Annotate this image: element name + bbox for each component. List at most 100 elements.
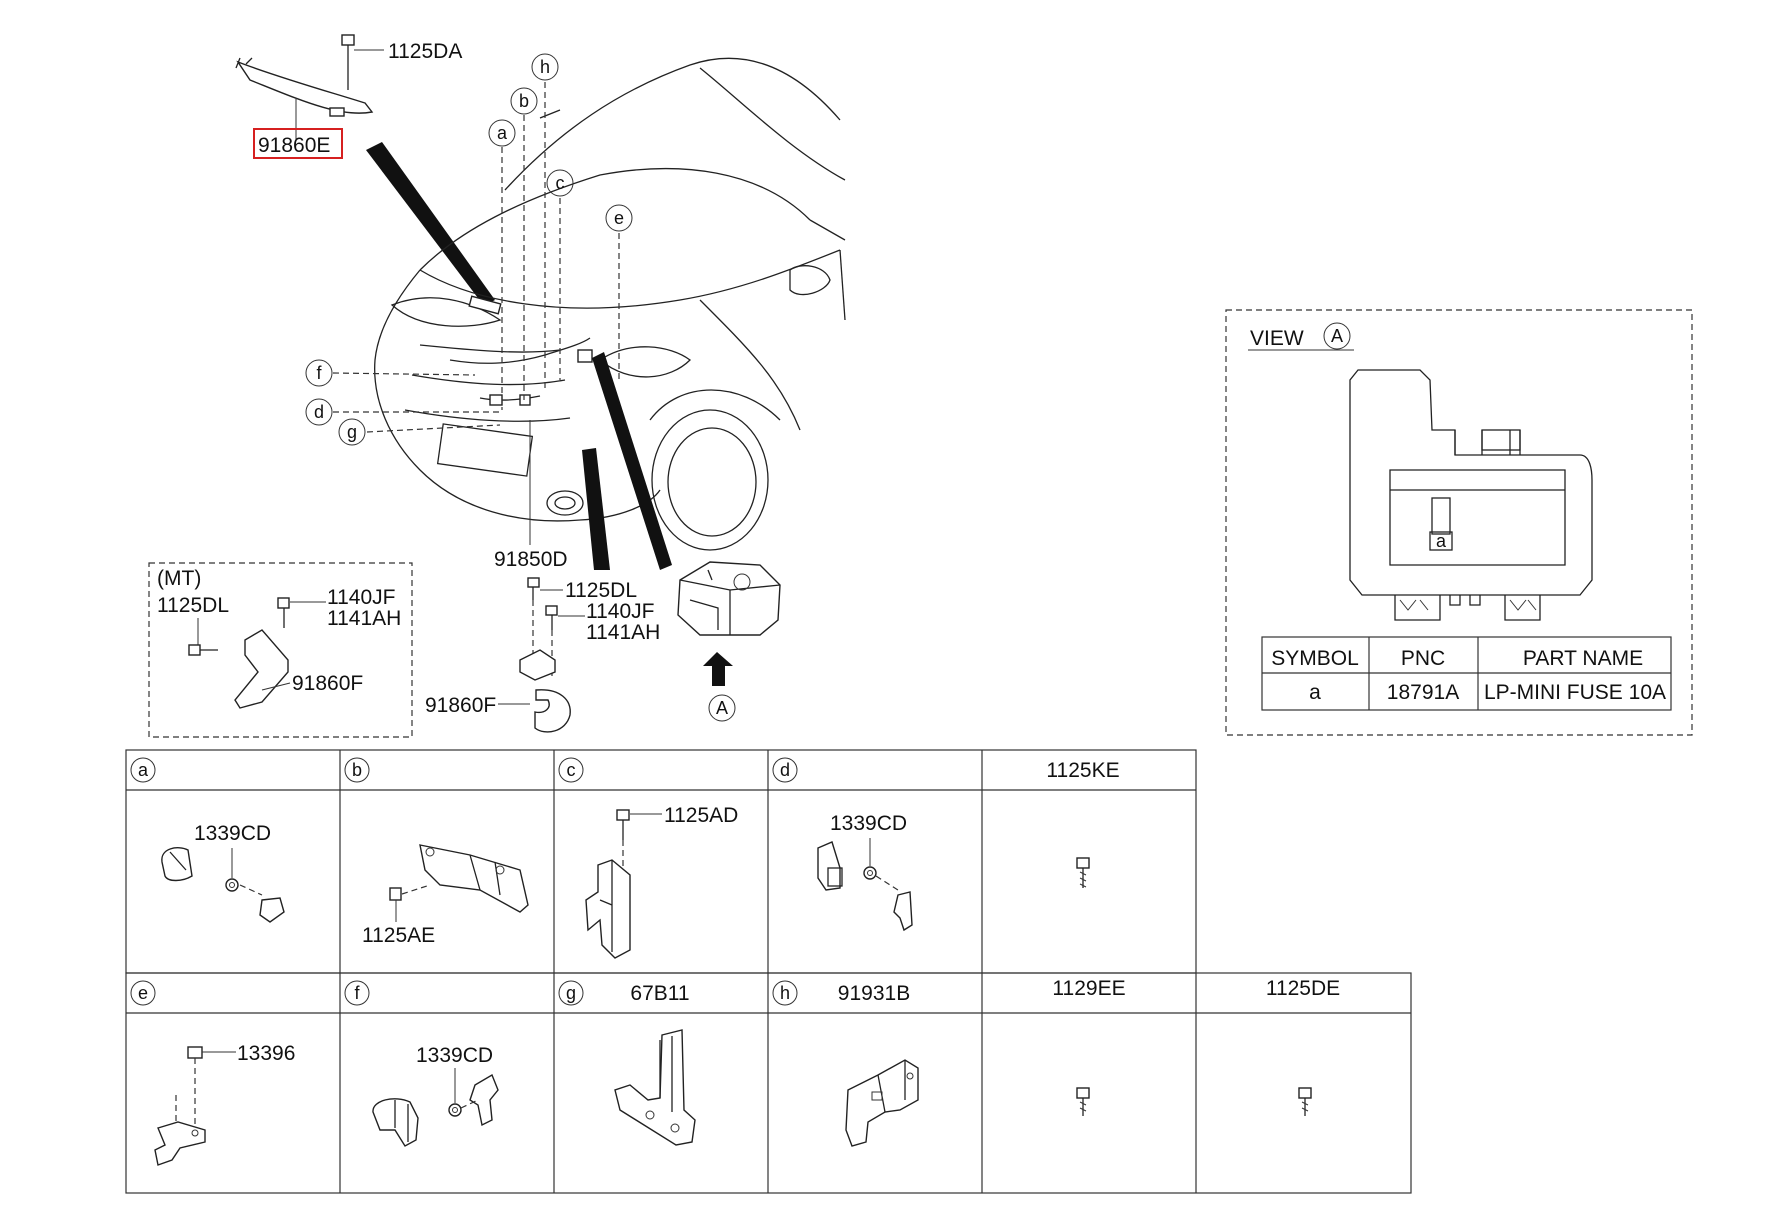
screw-1125de-icon xyxy=(1298,1087,1312,1116)
cell-g-title: 67B11 xyxy=(630,982,689,1005)
svg-text:f: f xyxy=(316,363,322,383)
cell-b-letter: b xyxy=(344,757,370,783)
cell-g-letter: g xyxy=(558,980,584,1006)
cell-f-letter: f xyxy=(344,980,370,1006)
svg-text:A: A xyxy=(716,698,728,718)
bolt-1140jf-icon xyxy=(545,605,585,680)
view-a-frame xyxy=(1225,309,1693,736)
screw-1129ee-icon xyxy=(1076,1087,1090,1116)
label-1125da: 1125DA xyxy=(388,40,462,63)
cell-e-letter: e xyxy=(130,980,156,1006)
table-cell-part-name: LP-MINI FUSE 10A xyxy=(1484,681,1666,704)
callout-f: f xyxy=(305,359,333,387)
mt-bolt-1140jf-icon xyxy=(277,597,326,628)
cell-d-part-1339cd: 1339CD xyxy=(830,812,907,835)
table-header-pnc: PNC xyxy=(1401,647,1445,670)
mt-label-1125dl: 1125DL xyxy=(157,594,229,617)
cell-a-letter: a xyxy=(130,757,156,783)
fuse-box-drawing xyxy=(677,561,781,636)
table-cell-pnc: 18791A xyxy=(1387,681,1459,704)
callout-lines xyxy=(332,82,620,545)
callout-a: a xyxy=(488,119,516,147)
cell-h-title: 91931B xyxy=(838,982,910,1005)
highlight-box xyxy=(253,128,343,159)
harness-91860e-drawing xyxy=(235,57,374,140)
svg-text:e: e xyxy=(138,983,148,1003)
svg-text:d: d xyxy=(314,402,324,422)
fuse-box-top-view-drawing xyxy=(1349,369,1593,621)
bracket-67b11-drawing xyxy=(614,1029,696,1146)
svg-text:b: b xyxy=(352,760,362,780)
table-cell-symbol: a xyxy=(1309,681,1321,704)
callout-e: e xyxy=(605,204,633,232)
cell-e-part-13396: 13396 xyxy=(237,1042,295,1065)
svg-text:A: A xyxy=(1331,326,1343,346)
svg-text:g: g xyxy=(347,422,357,442)
mt-label-1141ah: 1141AH xyxy=(327,607,401,630)
callout-h: h xyxy=(531,53,559,81)
view-ref-a-marker: A xyxy=(708,694,736,722)
bolt-1125dl-icon xyxy=(527,577,563,660)
cell-f-parts-drawing xyxy=(372,1068,499,1147)
svg-text:g: g xyxy=(566,983,576,1003)
mt-title: (MT) xyxy=(157,567,201,590)
callout-b: b xyxy=(510,87,538,115)
callout-g: g xyxy=(338,418,366,446)
cell-1129ee-title: 1129EE xyxy=(1052,977,1125,1000)
mt-inset-frame xyxy=(148,562,413,738)
fuse-slot-a-label: a xyxy=(1436,531,1447,551)
label-1125dl: 1125DL xyxy=(565,579,637,602)
svg-text:c: c xyxy=(556,173,565,193)
svg-text:c: c xyxy=(567,760,576,780)
table-header-symbol: SYMBOL xyxy=(1271,647,1359,670)
table-header-part-name: PART NAME xyxy=(1523,647,1643,670)
cell-1125ke-title: 1125KE xyxy=(1046,759,1119,782)
cell-c-letter: c xyxy=(558,757,584,783)
svg-text:f: f xyxy=(354,983,360,1003)
label-91860f: 91860F xyxy=(425,694,496,717)
mt-bolt-1125dl-icon xyxy=(188,644,218,656)
screw-1125ke-icon xyxy=(1076,857,1090,888)
svg-text:a: a xyxy=(497,123,508,143)
label-91850d: 91850D xyxy=(494,548,568,571)
cell-f-part-1339cd: 1339CD xyxy=(416,1044,493,1067)
svg-text:h: h xyxy=(540,57,550,77)
parts-grid-lines xyxy=(125,749,1412,1194)
cell-b-parts-drawing xyxy=(389,844,529,922)
cell-1125de-title: 1125DE xyxy=(1266,977,1340,1000)
mt-label-91860f: 91860F xyxy=(292,672,363,695)
svg-text:d: d xyxy=(780,760,790,780)
fuse-slot-a xyxy=(1429,531,1453,551)
bolt-1125da-icon xyxy=(341,34,384,90)
label-1140jf: 1140JF xyxy=(586,600,655,623)
callout-c: c xyxy=(546,169,574,197)
svg-text:e: e xyxy=(614,208,624,228)
cell-h-letter: h xyxy=(772,980,798,1006)
callout-d: d xyxy=(305,398,333,426)
cell-b-part-1125ae: 1125AE xyxy=(362,924,435,947)
view-title: VIEW xyxy=(1250,327,1304,350)
cell-d-parts-drawing xyxy=(817,838,913,932)
cell-a-parts-drawing xyxy=(161,847,285,923)
view-a-table xyxy=(1261,636,1672,711)
cell-c-part-1125ad: 1125AD xyxy=(664,804,738,827)
mt-label-1140jf: 1140JF xyxy=(327,586,396,609)
leader-arrow-fuse-box xyxy=(592,352,672,570)
cell-c-parts-drawing xyxy=(585,809,662,959)
bracket-91931b-drawing xyxy=(845,1059,919,1147)
view-arrow-icon xyxy=(703,652,733,686)
cell-a-part-1339cd: 1339CD xyxy=(194,822,271,845)
svg-text:a: a xyxy=(138,760,149,780)
bracket-91860f-drawing xyxy=(519,649,571,733)
mt-bracket-91860f-drawing xyxy=(234,629,291,709)
car-body-drawing xyxy=(374,57,846,551)
view-ref-a-circle: A xyxy=(1323,322,1351,350)
leader-arrow-bracket xyxy=(582,448,610,570)
svg-text:h: h xyxy=(780,983,790,1003)
leader-arrow-91860e xyxy=(366,142,495,306)
cell-e-parts-drawing xyxy=(154,1046,236,1166)
cell-d-letter: d xyxy=(772,757,798,783)
label-1141ah: 1141AH xyxy=(586,621,660,644)
svg-text:b: b xyxy=(519,91,529,111)
